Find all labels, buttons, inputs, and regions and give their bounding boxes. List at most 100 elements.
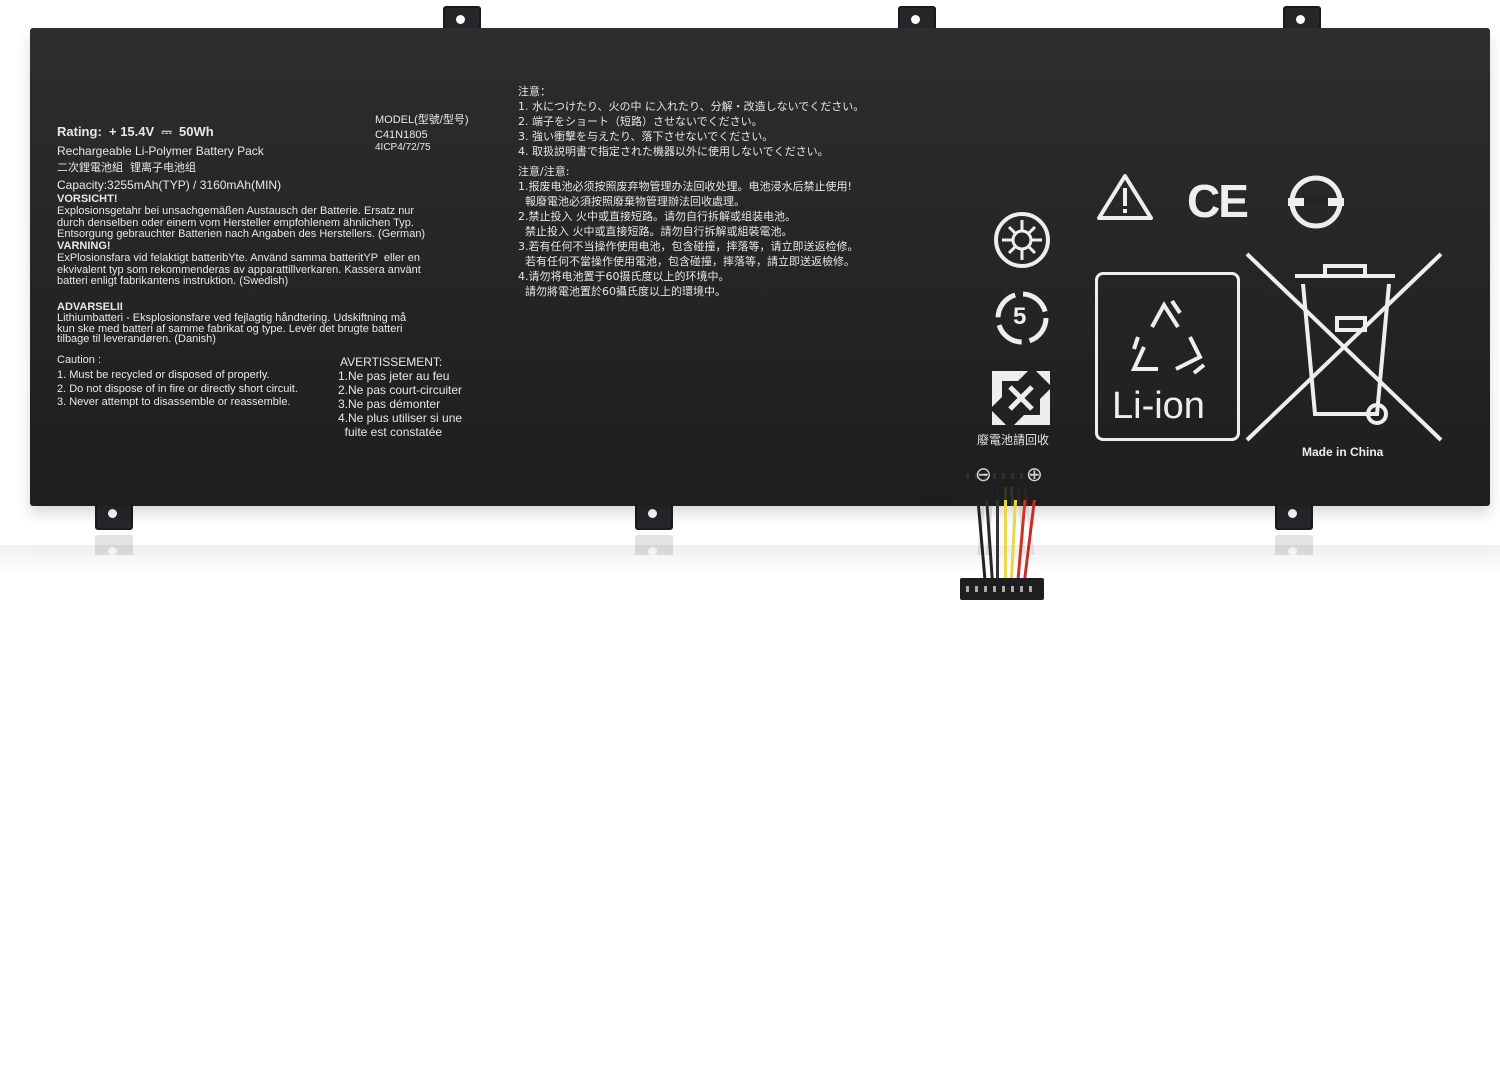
caution-item: 2. Do not dispose of in fire or directly… bbox=[57, 670, 298, 683]
caution-item: 2. Do not dispose of in fire or directly… bbox=[57, 382, 298, 395]
danish-warning: Lithiumbatteri - Eksplosionsfare ved fej… bbox=[57, 312, 407, 345]
battery-body bbox=[30, 559, 1490, 1037]
laptop-battery: Rating: + 15.4V ⎓ 50Wh Rechargeable Li-P… bbox=[30, 6, 1490, 600]
pack-type: Rechargeable Li-Polymer Battery Pack bbox=[57, 907, 264, 921]
caution-list: 1. Must be recycled or disposed of prope… bbox=[57, 369, 298, 409]
compliance-circle-icon bbox=[1288, 836, 1344, 890]
caution-item: 1. Must be recycled or disposed of prope… bbox=[57, 369, 270, 381]
jp-heading: 注意： bbox=[518, 85, 551, 98]
cn-item: 4.请勿将电池置于60摄氏度以上的环境中。 bbox=[518, 782, 730, 795]
cn-item: 若有任何不當操作使用電池，包含碰撞，摔落等，請立即送返檢修。 bbox=[518, 255, 855, 268]
li-ion-recycle-box: Li-ion bbox=[1095, 624, 1240, 793]
recycle-cn-label: 廢電池請回收 bbox=[977, 433, 1050, 447]
cn-item: 報廢電池必須按照廢棄物管理辦法回收處理。 bbox=[518, 195, 745, 208]
positive-terminal-icon: ⊕ bbox=[1026, 464, 1043, 486]
recycle-arrows-icon bbox=[1130, 299, 1206, 375]
recycle-number: 5 bbox=[1013, 303, 1027, 330]
avertissement-heading: AVERTISSEMENT: bbox=[340, 696, 443, 710]
japanese-warnings: 注意： 1. 水につけたり、火の中 に入れたり、分解・改造しないでください。 2… bbox=[518, 84, 864, 159]
avertissement-item: 3.Ne pas démonter bbox=[338, 397, 441, 411]
cell-code: 4ICP4/72/75 bbox=[375, 912, 431, 923]
recycle-cn-label: 廢電池請回收 bbox=[977, 618, 1050, 632]
recycle-5-icon bbox=[995, 720, 1049, 774]
avertissement-list: 1.Ne pas jeter au feu 2.Ne pas court-cir… bbox=[338, 626, 462, 696]
cn-item: 請勿將電池置於60攝氏度以上的環境中。 bbox=[518, 285, 726, 298]
jp-item: 3. 強い衝撃を与えたり、落下させないでください。 bbox=[518, 922, 774, 935]
danish-heading: ADVARSELII bbox=[57, 752, 123, 764]
avertissement-list: 1.Ne pas jeter au feu 2.Ne pas court-cir… bbox=[338, 369, 462, 439]
jp-item: 1. 水につけたり、火の中 に入れたり、分解・改造しないでください。 bbox=[518, 100, 865, 113]
recycle-5-icon bbox=[995, 291, 1049, 345]
battery-body bbox=[30, 28, 1490, 506]
capacity: Capacity:3255mAh(TYP) / 3160mAh(MIN) bbox=[57, 178, 282, 192]
battery-recycle-icon bbox=[992, 371, 1050, 425]
compliance-circle-icon bbox=[1288, 175, 1344, 229]
caution-item: 3. Never attempt to disassemble or reass… bbox=[57, 396, 291, 408]
recycle-arrows-icon bbox=[1130, 690, 1206, 766]
rating: Rating: + 15.4V ⎓ 50Wh bbox=[57, 926, 214, 941]
swedish-warning: ExPlosionsfara vid felaktigt batteribYte… bbox=[57, 252, 421, 287]
recycle-number: 5 bbox=[1013, 735, 1027, 762]
avertissement-item: 1.Ne pas jeter au feu bbox=[338, 369, 450, 383]
model-number: C41N1805 bbox=[375, 924, 428, 936]
cn-item: 1.报废电池必须按照废弃物管理办法回收处理。电池浸水后禁止使用! bbox=[518, 872, 852, 885]
round-certification-icon bbox=[994, 797, 1050, 853]
cn-item: 禁止投入 火中或直接短路。請勿自行拆解或組裝電池。 bbox=[518, 225, 793, 238]
rating: Rating: + 15.4V ⎓ 50Wh bbox=[57, 124, 214, 139]
avertissement-item: 4.Ne plus utiliser si une bbox=[338, 411, 463, 425]
jp-item: 4. 取扱説明書で指定された機器以外に使用しないでください。 bbox=[518, 907, 829, 920]
ce-mark: CE bbox=[1187, 175, 1249, 227]
danish-heading: ADVARSELII bbox=[57, 301, 123, 313]
round-certification-icon bbox=[994, 212, 1050, 268]
wire-black bbox=[996, 500, 999, 580]
swedish-warning: ExPlosionsfara vid felaktigt batteribYte… bbox=[57, 778, 421, 813]
caution-item: 1. Must be recycled or disposed of prope… bbox=[57, 684, 270, 696]
danish-warning: Lithiumbatteri - Eksplosionsfare ved fej… bbox=[57, 720, 407, 753]
avertissement-heading: AVERTISSEMENT: bbox=[340, 355, 443, 369]
jp-item: 2. 端子をショート（短路）させないでください。 bbox=[518, 937, 763, 950]
jp-heading: 注意： bbox=[518, 967, 551, 980]
cn-item: 1.报废电池必须按照废弃物管理办法回收处理。电池浸水后禁止使用! bbox=[518, 180, 852, 193]
made-in-china: Made in China bbox=[1302, 445, 1384, 459]
cn-heading: 注意/注意: bbox=[518, 887, 570, 900]
mounting-tab bbox=[443, 1029, 481, 1059]
japanese-warnings: 注意： 1. 水につけたり、火の中 に入れたり、分解・改造しないでください。 2… bbox=[518, 906, 864, 981]
cn-item: 4.请勿将电池置于60摄氏度以上的环境中。 bbox=[518, 270, 730, 283]
cell-code: 4ICP4/72/75 bbox=[375, 142, 431, 153]
pack-type-cn: 二次鋰電池組 锂离子电池组 bbox=[57, 891, 196, 904]
floor-shadow bbox=[0, 545, 1500, 575]
mounting-tab bbox=[1283, 1029, 1321, 1059]
cn-item: 若有任何不當操作使用電池，包含碰撞，摔落等，請立即送返檢修。 bbox=[518, 797, 855, 810]
cn-item: 2.禁止投入 火中或直接短路。请勿自行拆解或组装电池。 bbox=[518, 842, 796, 855]
cable-exit bbox=[918, 494, 948, 502]
swedish-heading: VARNING! bbox=[57, 240, 111, 252]
german-warning: Explosionsgetahr bei unsachgemäßen Austa… bbox=[57, 825, 426, 860]
li-ion-label: Li-ion bbox=[1112, 638, 1205, 680]
cn-item: 報廢電池必須按照廢棄物管理辦法回收處理。 bbox=[518, 857, 745, 870]
crossed-bin-icon bbox=[1245, 252, 1443, 442]
avertissement-item: 4.Ne plus utiliser si une bbox=[338, 640, 463, 654]
model-number: C41N1805 bbox=[375, 129, 428, 141]
cn-item: 3.若有任何不当操作使用电池，包含碰撞，摔落等，请立即送返检修。 bbox=[518, 812, 859, 825]
jp-item: 3. 強い衝撃を与えたり、落下させないでください。 bbox=[518, 130, 774, 143]
jp-item: 2. 端子をショート（短路）させないでください。 bbox=[518, 115, 763, 128]
german-heading: VORSICHT! bbox=[57, 860, 118, 872]
caution-heading: Caution : bbox=[57, 699, 102, 711]
mounting-tab bbox=[898, 1029, 936, 1059]
caution-heading: Caution : bbox=[57, 354, 102, 366]
avertissement-item: 3.Ne pas démonter bbox=[338, 654, 441, 668]
jp-item: 1. 水につけたり、火の中 に入れたり、分解・改造しないでください。 bbox=[518, 952, 865, 965]
cn-heading: 注意/注意: bbox=[518, 165, 570, 178]
avertissement-item: 2.Ne pas court-circuiter bbox=[338, 668, 463, 682]
chinese-warnings: 注意/注意: 1.报废电池必须按照废弃物管理办法回收处理。电池浸水后禁止使用! … bbox=[518, 164, 859, 299]
ce-mark: CE bbox=[1187, 838, 1247, 890]
cn-item: 3.若有任何不当操作使用电池，包含碰撞，摔落等，请立即送返检修。 bbox=[518, 240, 859, 253]
avertissement-item: fuite est constatée bbox=[338, 626, 443, 640]
warning-triangle-icon bbox=[1097, 845, 1153, 891]
pack-type: Rechargeable Li-Polymer Battery Pack bbox=[57, 144, 264, 158]
chinese-warnings: 注意/注意: 1.报废电池必须按照废弃物管理办法回收处理。电池浸水后禁止使用! … bbox=[518, 766, 859, 901]
german-warning: Explosionsgetahr bei unsachgemäßen Austa… bbox=[57, 205, 426, 240]
cn-item: 禁止投入 火中或直接短路。請勿自行拆解或組裝電池。 bbox=[518, 827, 793, 840]
li-ion-label: Li-ion bbox=[1112, 385, 1205, 427]
wire-black bbox=[976, 500, 987, 580]
